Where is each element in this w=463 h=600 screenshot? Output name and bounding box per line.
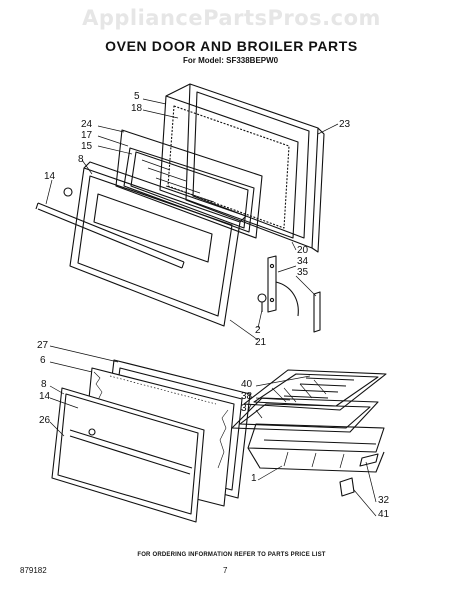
diagram-code: 879182 bbox=[20, 566, 47, 575]
callout-37: 37 bbox=[241, 403, 253, 414]
callout-17: 17 bbox=[81, 130, 93, 141]
broiler-pan bbox=[231, 397, 379, 433]
door-liner-frame bbox=[159, 83, 299, 239]
callout-21: 21 bbox=[255, 337, 267, 348]
callout-8-upper: 8 bbox=[78, 154, 84, 165]
leader-lines-lower bbox=[49, 345, 377, 517]
callout-14-lower: 14 bbox=[39, 391, 51, 402]
callout-6: 6 bbox=[40, 355, 46, 366]
callout-1: 1 bbox=[251, 473, 257, 484]
door-hinges bbox=[257, 255, 321, 333]
broiler-handle bbox=[69, 428, 193, 475]
watermark: AppliancePartsPros.com bbox=[82, 6, 381, 30]
broiler-clips bbox=[339, 453, 379, 497]
callout-27: 27 bbox=[37, 340, 49, 351]
ordering-note: FOR ORDERING INFORMATION REFER TO PARTS … bbox=[137, 552, 326, 558]
outer-door-panel bbox=[69, 161, 247, 327]
callout-2: 2 bbox=[255, 325, 261, 336]
page-number: 7 bbox=[223, 566, 228, 575]
callout-32: 32 bbox=[378, 495, 390, 506]
callout-35: 35 bbox=[297, 267, 309, 278]
callout-8-lower: 8 bbox=[41, 379, 47, 390]
callout-5: 5 bbox=[134, 91, 140, 102]
model-line: For Model: SF338BEPW0 bbox=[183, 56, 279, 65]
callout-20: 20 bbox=[297, 245, 309, 256]
broiler-drawer-frame bbox=[247, 423, 385, 473]
callout-38: 38 bbox=[241, 391, 253, 402]
callout-18: 18 bbox=[131, 103, 143, 114]
page-title: OVEN DOOR AND BROILER PARTS bbox=[105, 38, 358, 54]
door-back-panel bbox=[185, 83, 325, 253]
callout-34: 34 bbox=[297, 256, 309, 267]
door-glass-assembly bbox=[115, 129, 263, 239]
leader-lines-upper bbox=[45, 98, 339, 341]
callout-26: 26 bbox=[39, 415, 51, 426]
callout-40: 40 bbox=[241, 379, 253, 390]
callout-14-upper: 14 bbox=[44, 171, 56, 182]
callout-41: 41 bbox=[378, 509, 390, 520]
callout-23: 23 bbox=[339, 119, 351, 130]
callout-24: 24 bbox=[81, 119, 93, 130]
callout-15: 15 bbox=[81, 141, 93, 152]
broiler-door-panel bbox=[51, 387, 205, 523]
door-handle bbox=[35, 187, 185, 269]
